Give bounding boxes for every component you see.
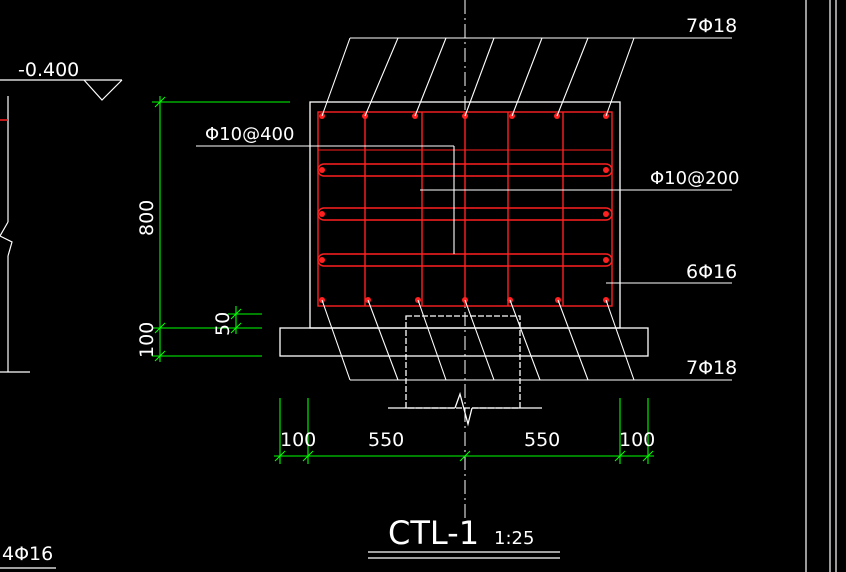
rebar-cage bbox=[317, 111, 613, 307]
dim-width-left-half: 550 bbox=[368, 429, 404, 451]
elevation-label: -0.400 bbox=[18, 59, 79, 81]
dim-height-main: 800 bbox=[136, 200, 158, 236]
dim-width-right-edge: 100 bbox=[619, 429, 655, 451]
stirrup-vertical-label: Φ10@400 bbox=[205, 124, 294, 145]
drawing-title: CTL-1 bbox=[388, 514, 479, 552]
leader-lines bbox=[196, 37, 732, 381]
bottom-bars-label: 7Φ18 bbox=[686, 357, 737, 379]
base-slab bbox=[279, 327, 649, 357]
pedestal-outline bbox=[405, 315, 521, 409]
drawing-scale: 1:25 bbox=[494, 528, 534, 549]
dim-height-cover: 50 bbox=[212, 312, 234, 336]
beam-section bbox=[279, 101, 649, 427]
horizontal-dimensions bbox=[274, 398, 654, 464]
top-bars-label: 7Φ18 bbox=[686, 15, 737, 37]
stirrup-horizontal-label: Φ10@200 bbox=[650, 168, 739, 189]
left-partial-view bbox=[0, 79, 123, 569]
dim-height-base: 100 bbox=[136, 322, 158, 358]
side-bars-label: 6Φ16 bbox=[686, 261, 737, 283]
vertical-dimensions bbox=[152, 96, 290, 362]
title-underline bbox=[368, 551, 560, 559]
left-bars-label: 4Φ16 bbox=[2, 543, 53, 565]
dim-width-left-edge: 100 bbox=[280, 429, 316, 451]
dim-width-right-half: 550 bbox=[524, 429, 560, 451]
drawing-frame bbox=[805, 0, 837, 572]
